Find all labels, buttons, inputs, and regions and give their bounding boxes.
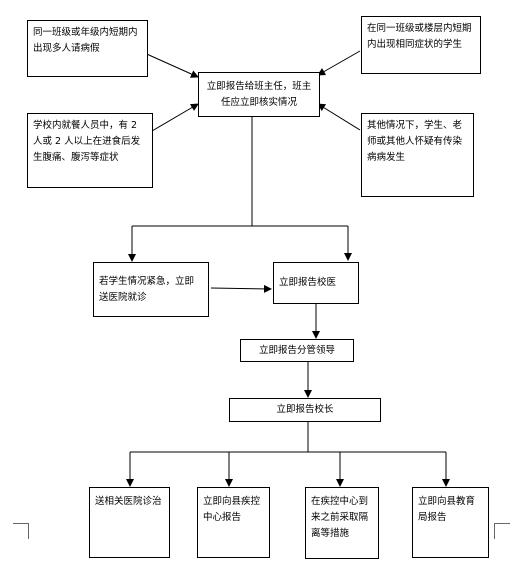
box-same-symptoms-text: 在同一班级或楼层内短期内出现相同症状的学生 xyxy=(367,23,472,50)
arrow-top-right-to-center xyxy=(317,50,361,76)
box-report-head-teacher-text: 立即报告给班主任，班主任应立即核实情况 xyxy=(206,80,312,108)
box-emergency-hospital: 若学生情况紧急，立即送医院就诊 xyxy=(93,262,209,317)
box-report-education-bureau: 立即向县教育局报告 xyxy=(412,487,489,558)
box-isolation-measures-text: 在疾控中心到来之前采取隔离等措施 xyxy=(311,496,369,539)
box-isolation-measures: 在疾控中心到来之前采取隔离等措施 xyxy=(305,487,379,559)
box-suspected-infection: 其他情况下，学生、老师或其他人怀疑有传染病病发生 xyxy=(361,113,474,197)
box-report-education-bureau-text: 立即向县教育局报告 xyxy=(418,496,476,523)
box-send-hospital: 送相关医院诊治 xyxy=(89,487,170,558)
box-suspected-infection-text: 其他情况下，学生、老师或其他人怀疑有传染病病发生 xyxy=(367,120,463,163)
box-report-school-doctor-text: 立即报告校医 xyxy=(279,277,337,288)
box-report-principal: 立即报告校长 xyxy=(229,398,381,422)
box-multiple-sick-leave: 同一班级或年级内短期内出现多人请病假 xyxy=(27,20,148,77)
box-report-head-teacher: 立即报告给班主任，班主任应立即核实情况 xyxy=(198,72,320,117)
box-send-hospital-text: 送相关医院诊治 xyxy=(95,496,162,507)
box-report-leader: 立即报告分管领导 xyxy=(240,339,354,362)
page-corner-mark-left xyxy=(13,523,29,539)
box-report-leader-text: 立即报告分管领导 xyxy=(258,344,335,356)
arrow-mid-right-to-center xyxy=(317,103,361,131)
arrow-emergency-to-school-doctor xyxy=(210,284,272,293)
arrow-top-left-to-center xyxy=(139,50,199,78)
arrow-mid-left-to-center xyxy=(151,103,199,132)
box-food-poisoning-text: 学校内就餐人员中，有 2 人或 2 人以上在进食后发生腹痛、腹泻等症状 xyxy=(33,120,141,163)
box-report-cdc: 立即向县疾控中心报告 xyxy=(197,487,270,558)
box-report-cdc-text: 立即向县疾控中心报告 xyxy=(203,496,261,523)
box-multiple-sick-leave-text: 同一班级或年级内短期内出现多人请病假 xyxy=(33,27,138,54)
box-report-school-doctor: 立即报告校医 xyxy=(273,262,359,304)
box-food-poisoning: 学校内就餐人员中，有 2 人或 2 人以上在进食后发生腹痛、腹泻等症状 xyxy=(27,113,153,188)
box-report-principal-text: 立即报告校长 xyxy=(276,404,334,415)
page-corner-mark-right xyxy=(494,523,510,539)
box-same-symptoms: 在同一班级或楼层内短期内出现相同症状的学生 xyxy=(361,16,481,74)
box-emergency-hospital-text: 若学生情况紧急，立即送医院就诊 xyxy=(99,275,195,303)
